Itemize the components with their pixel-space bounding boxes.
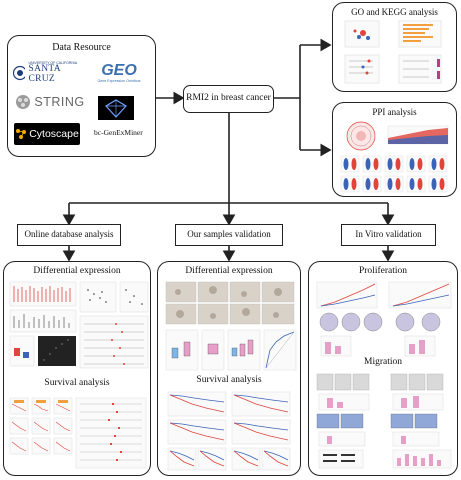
center-node: RMI2 in breast cancer — [183, 85, 274, 113]
invitro-header: In Vitro validation — [341, 224, 436, 246]
geo-logo-big-text: GEO — [101, 62, 137, 79]
string-logo: STRING — [14, 92, 86, 112]
ppi-figure — [340, 121, 449, 193]
online-header: Online database analysis — [17, 224, 121, 246]
online-panel: Differential expression Survival analysi… — [3, 261, 151, 476]
data-resource-title: Data Resource — [52, 42, 111, 53]
ucsc-seal-icon — [13, 65, 26, 81]
online-diff-figure — [9, 281, 149, 369]
invitro-migration-figure — [316, 373, 452, 469]
online-survival-figure — [9, 397, 147, 469]
cytoscape-logo: Cytoscape — [14, 123, 80, 145]
samples-panel: Differential expression Survival analysi… — [157, 261, 301, 476]
samples-section2-title: Survival analysis — [196, 375, 262, 385]
go-kegg-box: GO and KEGG analysis — [332, 2, 457, 92]
bcgenexminer-label: bc-GenExMiner — [94, 128, 143, 137]
online-section2-title: Survival analysis — [44, 378, 110, 388]
online-header-label: Online database analysis — [24, 229, 114, 239]
samples-header-label: Our samples validation — [187, 229, 271, 239]
samples-section1-title: Differential expression — [185, 266, 273, 276]
ppi-violin-grid — [340, 155, 448, 193]
invitro-section2-title: Migration — [364, 357, 402, 367]
bcgenexminer-logo — [98, 96, 134, 120]
invitro-panel: Proliferation Migration — [308, 261, 458, 476]
invitro-header-label: In Vitro validation — [355, 229, 422, 239]
invitro-proliferation-figure — [316, 281, 452, 357]
samples-header: Our samples validation — [175, 224, 283, 246]
geo-logo-small-text: Gene Expression Omnibus — [97, 79, 141, 83]
cytoscape-logo-text: Cytoscape — [29, 128, 79, 140]
ucsc-logo-big-text: SANTA CRUZ — [28, 64, 61, 84]
samples-survival-figure — [167, 391, 291, 471]
center-node-label: RMI2 in breast cancer — [186, 93, 271, 103]
invitro-section1-title: Proliferation — [358, 266, 407, 276]
string-network-icon — [16, 95, 31, 109]
string-logo-text: STRING — [34, 95, 85, 109]
go-kegg-figure — [344, 20, 442, 84]
online-section1-title: Differential expression — [33, 266, 121, 276]
ucsc-logo: UNIVERSITY OF CALIFORNIA SANTA CRUZ — [13, 61, 83, 85]
cytoscape-network-icon — [16, 129, 27, 139]
samples-diff-figure — [165, 281, 297, 371]
ppi-title: PPI analysis — [372, 107, 417, 117]
go-kegg-title: GO and KEGG analysis — [351, 7, 438, 17]
ucsc-logo-small-text: UNIVERSITY OF CALIFORNIA — [28, 60, 78, 65]
diamond-icon — [105, 99, 127, 118]
data-resource-box: Data Resource UNIVERSITY OF CALIFORNIA S… — [7, 35, 156, 157]
ppi-box: PPI analysis — [332, 102, 457, 197]
geo-logo: GEO Gene Expression Omnibus — [88, 59, 150, 87]
